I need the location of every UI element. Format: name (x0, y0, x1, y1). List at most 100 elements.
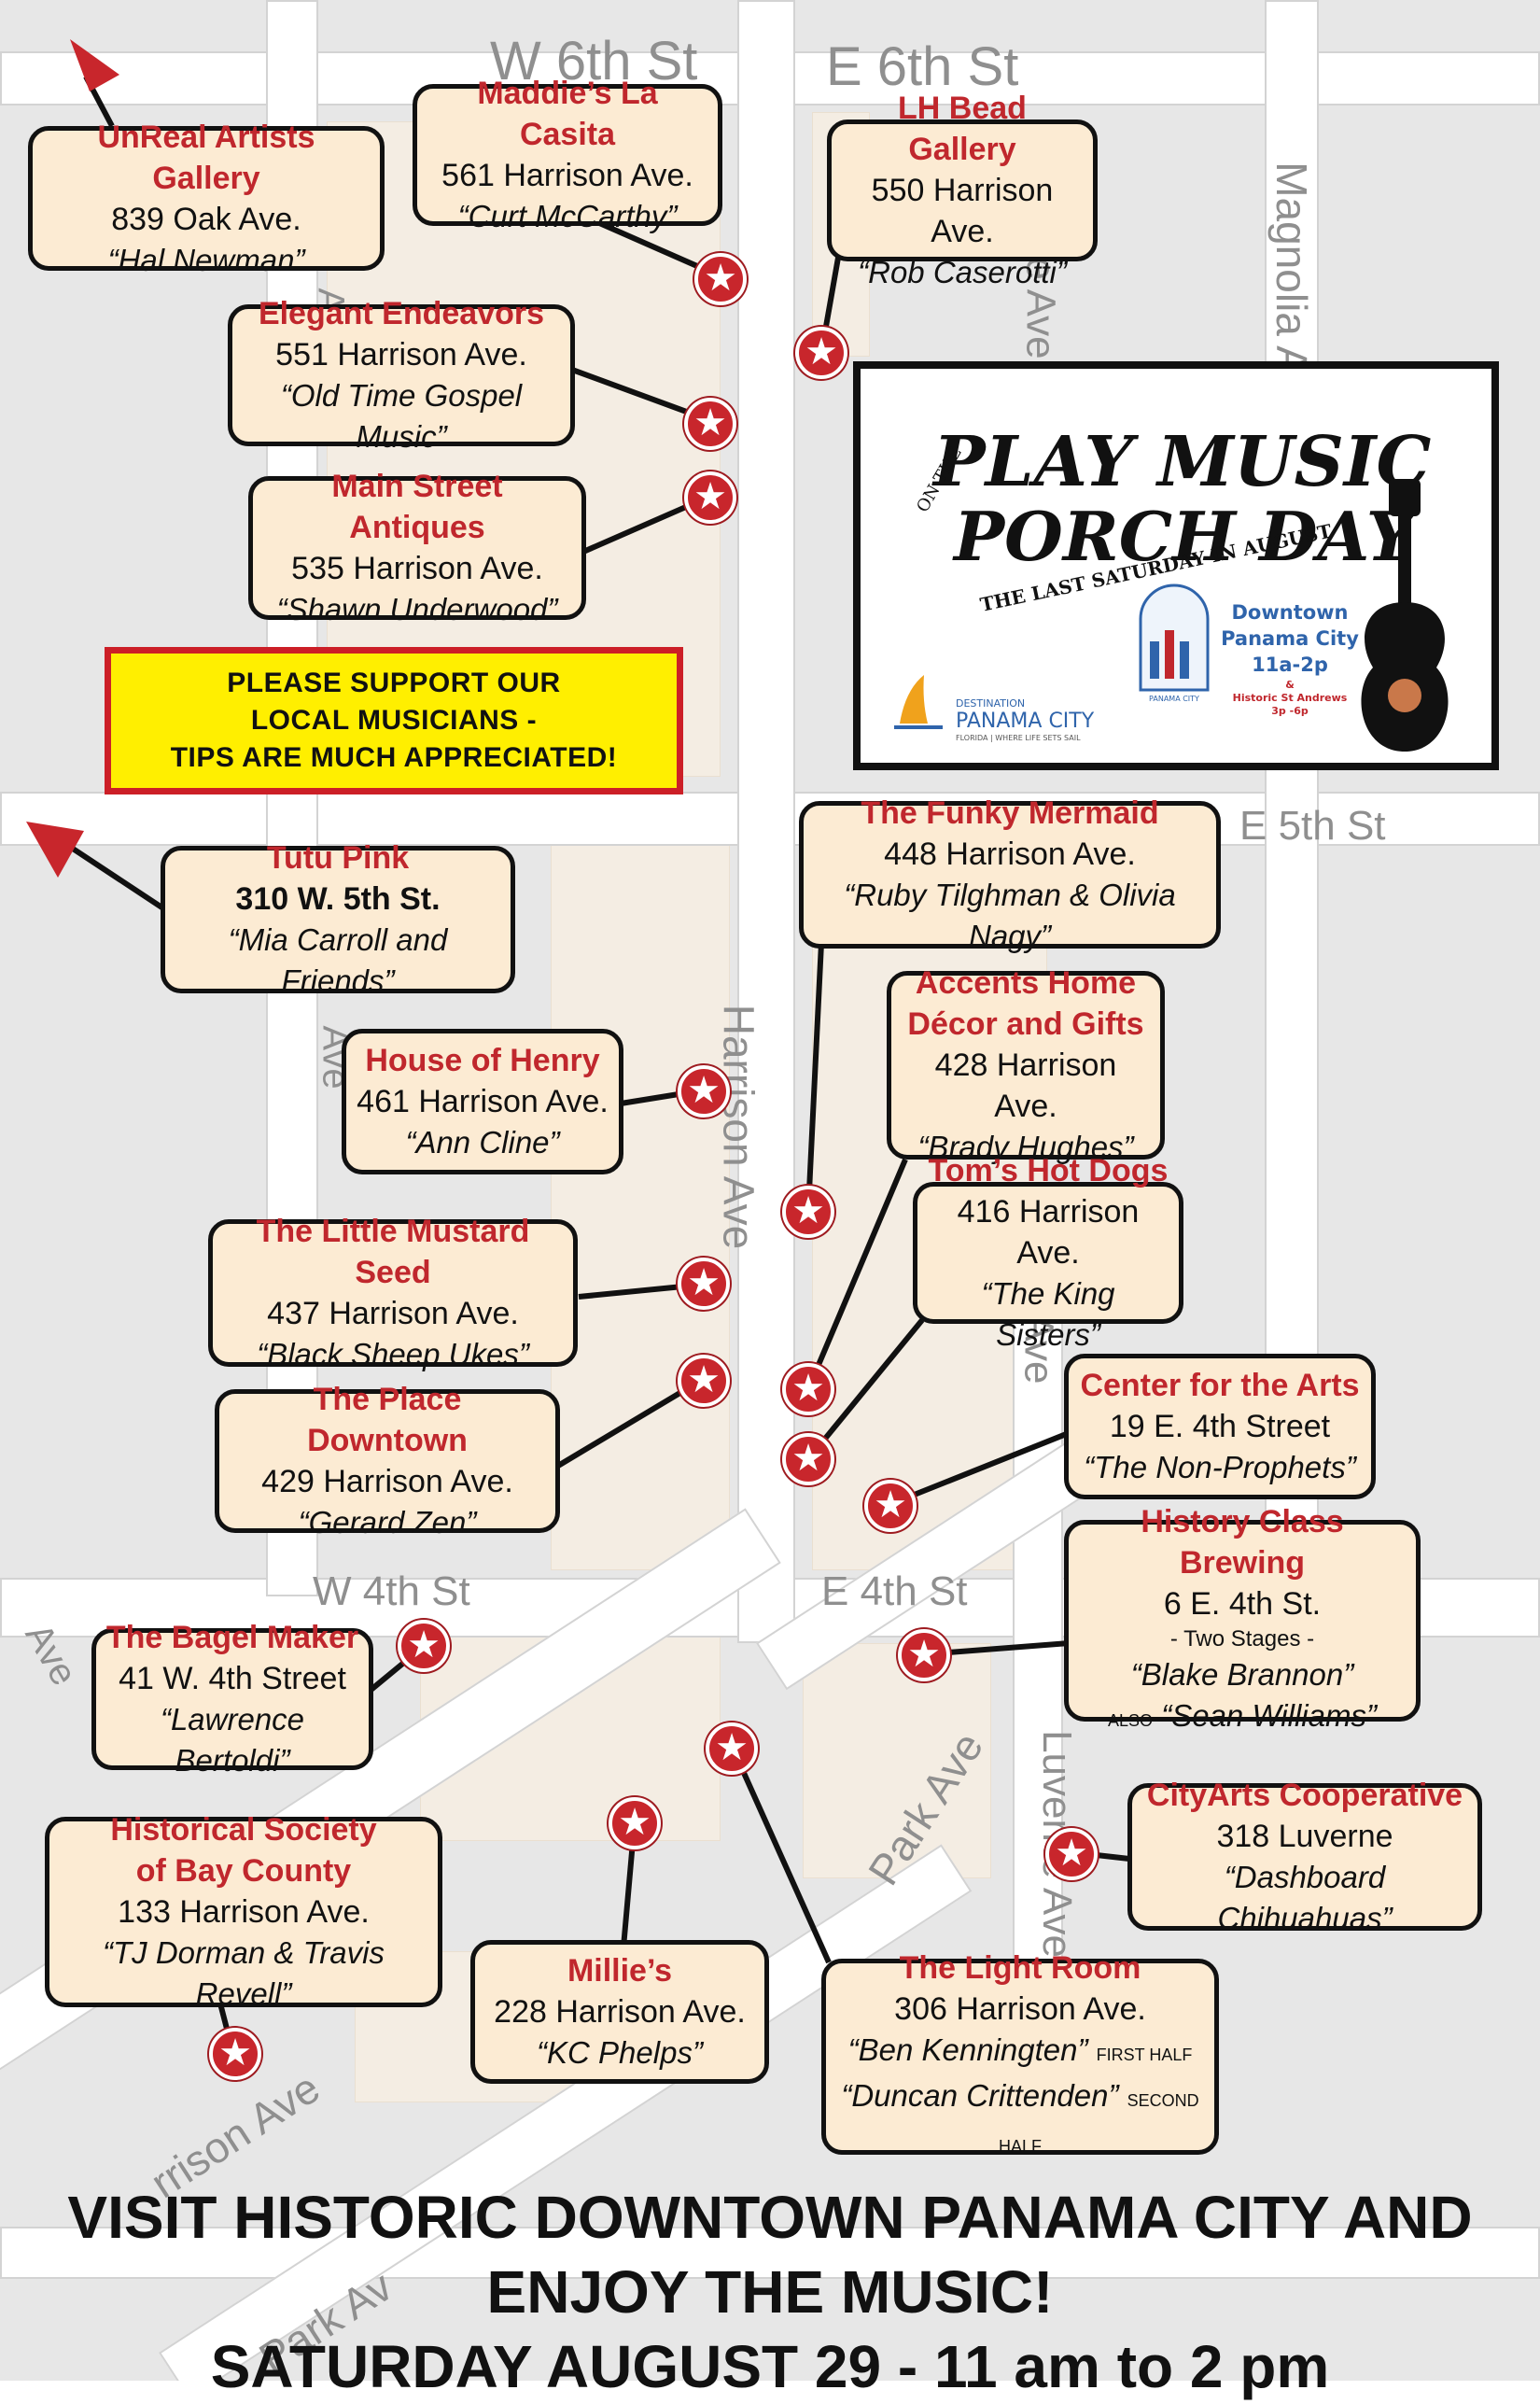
support-banner: PLEASE SUPPORT OUR LOCAL MUSICIANS - TIP… (105, 647, 683, 794)
connector-line (805, 1318, 925, 1461)
street-harrison (737, 0, 795, 1643)
event-line: 11a-2p (1252, 654, 1328, 676)
set-label: FIRST HALF (1096, 2045, 1193, 2064)
venue-star-marker[interactable]: ★ (898, 1629, 950, 1681)
event-line: Panama City (1221, 627, 1359, 650)
venue-star-marker[interactable]: ★ (209, 2028, 261, 2080)
venue-name: House of Henry (365, 1043, 600, 1078)
venue-card-the-funky-mermaid[interactable]: The Funky Mermaid 448 Harrison Ave. “Rub… (799, 795, 1221, 953)
venue-star-marker[interactable]: ★ (782, 1363, 834, 1415)
venue-card-house-of-henry[interactable]: House of Henry 461 Harrison Ave. “Ann Cl… (342, 1029, 623, 1174)
venue-address: 41 W. 4th Street (119, 1661, 346, 1696)
venue-name: Millie’s (567, 1953, 673, 1989)
venue-star-marker[interactable]: ★ (694, 253, 747, 305)
sponsor-prefix: DESTINATION (956, 697, 1025, 710)
venue-star-marker[interactable]: ★ (795, 327, 847, 379)
performer-name: “Ben Kenningten” (847, 2031, 1088, 2067)
venue-performer: “Curt McCarthy” (457, 199, 678, 233)
venue-address: 535 Harrison Ave. (291, 551, 543, 586)
venue-card-millies[interactable]: Millie’s 228 Harrison Ave. “KC Phelps” (470, 1940, 769, 2084)
street-label-w6th: W 6th St (490, 31, 698, 91)
venue-performer: “Brady Hughes” (917, 1130, 1134, 1164)
building-block (803, 1643, 991, 1878)
venue-performer: “Lawrence Bertoldi” (160, 1702, 305, 1778)
venue-card-toms-hot-dogs[interactable]: Tom’s Hot Dogs 416 Harrison Ave. “The Ki… (913, 1153, 1183, 1352)
venue-card-tutu-pink[interactable]: Tutu Pink 310 W. 5th St. “Mia Carroll an… (161, 840, 515, 998)
performer-name: “Duncan Crittenden” (841, 2077, 1119, 2113)
venue-address: 306 Harrison Ave. (894, 1990, 1146, 2027)
venue-card-the-light-room[interactable]: The Light Room 306 Harrison Ave. “Ben Ke… (821, 1950, 1219, 2156)
venue-card-accents-home-decor-and-gifts[interactable]: Accents Home Décor and Gifts 428 Harriso… (887, 965, 1165, 1164)
venue-performer: “Rob Caserotti” (858, 255, 1067, 289)
venue-performer: “Hal Newman” (107, 242, 305, 277)
venue-name: Main Street Antiques (331, 469, 503, 545)
venue-star-marker[interactable]: ★ (609, 1797, 661, 1849)
venue-star-marker[interactable]: ★ (678, 1355, 730, 1407)
venue-star-marker[interactable]: ★ (398, 1620, 450, 1672)
venue-performer: “Blake Brannon” (1130, 1656, 1354, 1692)
venue-card-the-place-downtown[interactable]: The Place Downtown 429 Harrison Ave. “Ge… (215, 1382, 560, 1539)
venue-performer-2: ALSO “Sean Williams” (1078, 1695, 1407, 1741)
venue-card-the-little-mustard-seed[interactable]: The Little Mustard Seed 437 Harrison Ave… (208, 1214, 578, 1371)
venue-star-marker[interactable]: ★ (782, 1186, 834, 1238)
seal-text: PANAMA CITY (1149, 695, 1199, 703)
venue-performer: “Black Sheep Ukes” (257, 1337, 529, 1371)
venue-card-elegant-endeavors[interactable]: Elegant Endeavors 551 Harrison Ave. “Old… (228, 296, 575, 454)
venue-star-marker[interactable]: ★ (678, 1065, 730, 1118)
street-label-e4th: E 4th St (821, 1568, 968, 1614)
venue-performer: “Gerard Zen” (298, 1505, 477, 1539)
venue-star-marker[interactable]: ★ (706, 1722, 758, 1775)
venue-star-marker[interactable]: ★ (782, 1433, 834, 1485)
venue-address: 428 Harrison Ave. (934, 1047, 1117, 1124)
venue-performer: “KC Phelps” (537, 2035, 703, 2070)
venue-performer: “Ann Cline” (405, 1125, 560, 1160)
sailboat-icon (894, 675, 943, 729)
venue-card-main-street-antiques[interactable]: Main Street Antiques 535 Harrison Ave. “… (248, 469, 586, 626)
street-label-e5th: E 5th St (1239, 803, 1386, 849)
logo-title-1: PLAY MUSIC (931, 422, 1431, 502)
venue-performer: “The Non-Prophets” (1084, 1450, 1356, 1484)
street-luverne (1013, 1195, 1063, 2035)
venue-card-cityarts-cooperative[interactable]: CityArts Cooperative 318 Luverne “Dashbo… (1127, 1778, 1482, 1935)
off-map-arrow (70, 39, 119, 91)
venue-card-maddies-la-casita[interactable]: Maddie’s La Casita 561 Harrison Ave. “Cu… (413, 76, 722, 233)
logo-title-2: PORCH DAY (952, 497, 1421, 576)
venue-card-historical-society-of-bay-county[interactable]: Historical Society of Bay County 133 Har… (45, 1812, 442, 2011)
support-line: TIPS ARE MUCH APPRECIATED! (170, 742, 618, 773)
venue-address: 561 Harrison Ave. (441, 158, 693, 193)
venue-performer: “Dashboard Chihuahuas” (1217, 1860, 1393, 1935)
venue-card-center-for-the-arts[interactable]: Center for the Arts 19 E. 4th Street “Th… (1064, 1354, 1376, 1499)
footer-banner: VISIT HISTORIC DOWNTOWN PANAMA CITY AND … (0, 2180, 1540, 2404)
venue-card-lh-bead-gallery[interactable]: LH Bead Gallery 550 Harrison Ave. “Rob C… (827, 91, 1098, 289)
footer-line: SATURDAY AUGUST 29 - 11 am to 2 pm (210, 2333, 1330, 2400)
building-block (551, 840, 730, 1570)
support-line: PLEASE SUPPORT OUR (227, 668, 561, 698)
venue-name: Historical Society (110, 1812, 377, 1848)
venue-note: - Two Stages - (1169, 1625, 1315, 1652)
venue-name: Décor and Gifts (907, 1006, 1144, 1042)
venue-name: The Bagel Maker (105, 1620, 359, 1655)
venue-star-marker[interactable]: ★ (864, 1480, 917, 1532)
venue-address: 550 Harrison Ave. (871, 173, 1054, 249)
street-magnolia (1265, 0, 1319, 1606)
venue-card-unreal-artists-gallery[interactable]: UnReal Artists Gallery 839 Oak Ave. “Hal… (28, 119, 385, 277)
street-label-e6th: E 6th St (826, 36, 1019, 97)
event-line: 3p -6p (1271, 705, 1309, 717)
venue-star-marker[interactable]: ★ (684, 398, 736, 450)
event-logo: PLAY MUSIC ON THE PORCH DAY THE LAST SAT… (894, 422, 1449, 752)
venue-address: 310 W. 5th St. (235, 881, 441, 917)
venue-performer: “TJ Dorman & Travis Revell” (103, 1935, 385, 2011)
set-label: SECOND HALF (998, 2090, 1199, 2156)
venue-star-marker[interactable]: ★ (684, 471, 736, 524)
venue-star-marker[interactable]: ★ (678, 1258, 730, 1310)
venue-card-history-class-brewing[interactable]: History Class Brewing 6 E. 4th St. - Two… (1064, 1504, 1421, 1733)
venue-address: 448 Harrison Ave. (884, 836, 1136, 872)
venue-star-marker[interactable]: ★ (1045, 1828, 1098, 1880)
sponsor-sub: FLORIDA | WHERE LIFE SETS SAIL (956, 734, 1081, 742)
venue-card-the-bagel-maker[interactable]: The Bagel Maker 41 W. 4th Street “Lawren… (91, 1620, 373, 1778)
venue-address: 437 Harrison Ave. (267, 1296, 519, 1331)
venue-name: CityArts Cooperative (1146, 1778, 1463, 1813)
venue-address: 416 Harrison Ave. (957, 1194, 1140, 1271)
event-line: Historic St Andrews (1233, 692, 1348, 704)
